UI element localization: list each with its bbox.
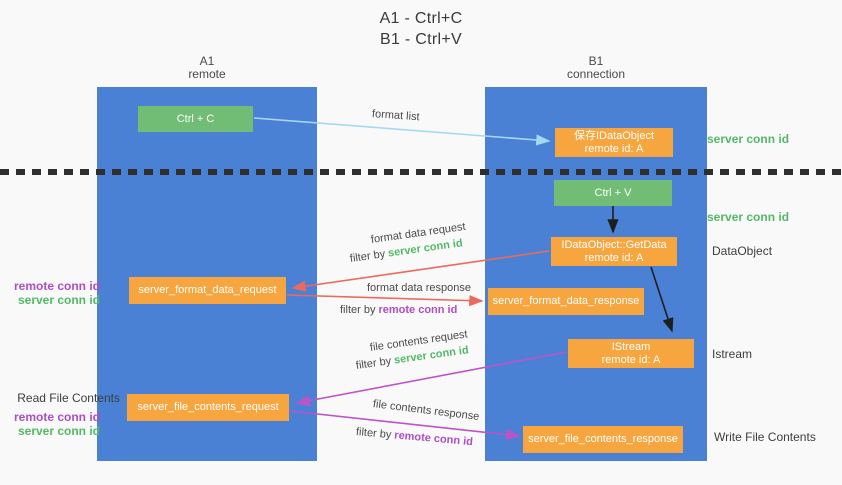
server-file-contents-response-label: server_file_contents_response	[528, 433, 678, 445]
node-ctrl-v: Ctrl + V	[554, 180, 672, 206]
read-file-contents-label: Read File Contents	[17, 391, 120, 405]
server-format-data-request-label: server_format_data_request	[138, 284, 277, 296]
node-save-idataobject: 保存IDataObject remote id: A	[555, 128, 673, 157]
filter-by-text: filter by	[355, 355, 392, 372]
dataobject-label: DataObject	[712, 244, 773, 258]
istream-line2: remote id: A	[601, 353, 661, 366]
lifeline-a1-name: A1	[199, 54, 215, 68]
server-conn-id-left-1: server conn id	[17, 293, 100, 307]
lifeline-header-b1: B1 connection	[485, 55, 707, 81]
node-server-file-contents-request: server_file_contents_request	[127, 394, 289, 421]
file-contents-response-label: file contents response	[372, 398, 480, 423]
node-server-file-contents-response: server_file_contents_response	[523, 426, 683, 453]
filter-by-text: filter by	[355, 426, 392, 442]
server-conn-id-right-mid: server conn id	[707, 210, 790, 224]
filter-by-server-conn-id-1: filter byserver conn id	[349, 237, 463, 265]
filter-by-text: filter by	[349, 248, 386, 265]
node-idataobject-getdata: IDataObject::GetData remote id: A	[551, 237, 677, 266]
node-ctrl-c: Ctrl + C	[138, 106, 253, 132]
remote-conn-id-text: remote conn id	[378, 304, 458, 316]
node-istream: IStream remote id: A	[568, 339, 694, 368]
title-line-a1: A1 - Ctrl+C	[379, 10, 463, 27]
filter-by-text: filter by	[340, 304, 376, 316]
save-idataobject-line2: remote id: A	[584, 142, 644, 155]
server-format-data-response-label: server_format_data_response	[492, 295, 640, 307]
node-server-format-data-request: server_format_data_request	[129, 277, 286, 304]
lifeline-header-a1: A1 remote	[97, 55, 317, 81]
remote-conn-id-text: remote conn id	[393, 429, 474, 449]
format-data-response-label: format data response	[367, 282, 471, 294]
title-line-b1: B1 - Ctrl+V	[380, 31, 462, 48]
istream-side-label: Istream	[712, 347, 753, 361]
ctrl-v-label: Ctrl + V	[594, 186, 632, 199]
lifeline-a1-role: remote	[188, 67, 226, 81]
ctrl-c-label: Ctrl + C	[176, 112, 215, 125]
session-separator-dotted-line	[0, 169, 842, 175]
istream-line1: IStream	[611, 340, 651, 353]
server-conn-id-right-top: server conn id	[707, 132, 790, 146]
getdata-line1: IDataObject::GetData	[561, 238, 667, 251]
getdata-line2: remote id: A	[584, 251, 644, 264]
remote-conn-id-left-2: remote conn id	[13, 410, 100, 424]
node-server-format-data-response: server_format_data_response	[488, 288, 644, 315]
server-file-contents-request-label: server_file_contents_request	[137, 401, 279, 413]
lifeline-b1-role: connection	[566, 67, 626, 81]
lifeline-b1-name: B1	[588, 54, 604, 68]
server-conn-id-left-2: server conn id	[17, 424, 100, 438]
format-list-label: format list	[371, 108, 420, 124]
save-idataobject-line1: 保存IDataObject	[573, 129, 655, 142]
remote-conn-id-left-1: remote conn id	[13, 279, 100, 293]
write-file-contents-label: Write File Contents	[714, 430, 816, 444]
diagram-title: A1 - Ctrl+C B1 - Ctrl+V	[0, 8, 842, 50]
